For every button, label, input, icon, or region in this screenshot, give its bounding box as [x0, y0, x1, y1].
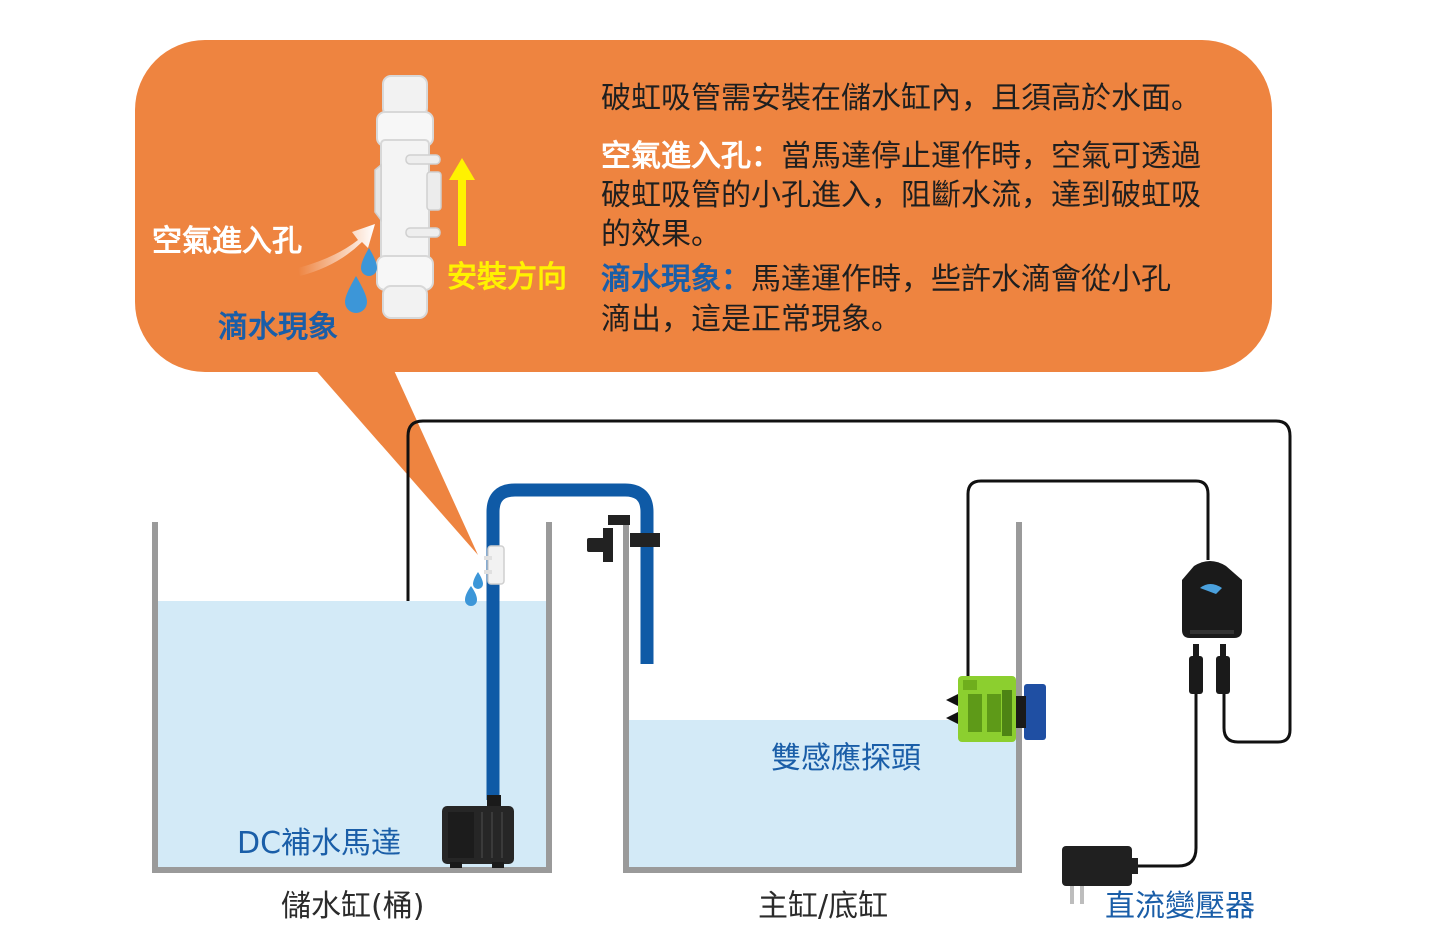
transfer-hose [486, 483, 654, 800]
hose-holder-clip [587, 515, 660, 562]
air-hole-label: 空氣進入孔 [152, 224, 302, 259]
sensor-label: 雙感應探頭 [771, 741, 921, 776]
callout-air-hole-line3: 的效果。 [601, 217, 721, 252]
drip-label: 滴水現象 [218, 310, 338, 345]
adapter-cable [1132, 690, 1198, 868]
air-hole-title: 空氣進入孔： [601, 139, 781, 174]
small-drip-icons [465, 572, 483, 606]
air-intake-arrow [298, 224, 375, 276]
power-adapter [1062, 846, 1138, 904]
main-tank-label: 主缸/底缸 [758, 889, 888, 924]
callout-drip-line1: 滴水現象：馬達運作時，些許水滴會從小孔 [601, 262, 1171, 297]
dc-pump [442, 795, 514, 868]
water-drop-icons [345, 248, 377, 313]
controller-box [1182, 561, 1242, 638]
callout-bubble [135, 40, 1272, 555]
direction-label: 安裝方向 [447, 260, 567, 295]
callout-intro: 破虹吸管需安裝在儲水缸內，且須高於水面。 [601, 81, 1201, 116]
pump-label: DC補水馬達 [237, 826, 401, 861]
dual-sensor-probe [946, 676, 1046, 742]
sensor-cable [966, 479, 1210, 680]
install-direction-arrow [449, 158, 475, 246]
callout-drip-line2: 滴出，這是正常現象。 [601, 302, 901, 337]
callout-air-hole-line2: 破虹吸管的小孔進入，阻斷水流，達到破虹吸 [601, 178, 1201, 213]
anti-siphon-pipe-illustration [374, 75, 442, 319]
air-hole-text-1: 當馬達停止運作時，空氣可透過 [781, 139, 1201, 174]
main-tank [623, 522, 1022, 873]
drip-title: 滴水現象： [601, 262, 751, 297]
anti-siphon-pipe-small [484, 545, 505, 585]
adapter-label: 直流變壓器 [1105, 889, 1255, 924]
dc-plugs [1189, 644, 1230, 694]
reservoir-label: 儲水缸(桶) [281, 889, 424, 924]
callout-air-hole-line1: 空氣進入孔：當馬達停止運作時，空氣可透過 [601, 139, 1201, 174]
drip-text-1: 馬達運作時，些許水滴會從小孔 [751, 262, 1171, 297]
